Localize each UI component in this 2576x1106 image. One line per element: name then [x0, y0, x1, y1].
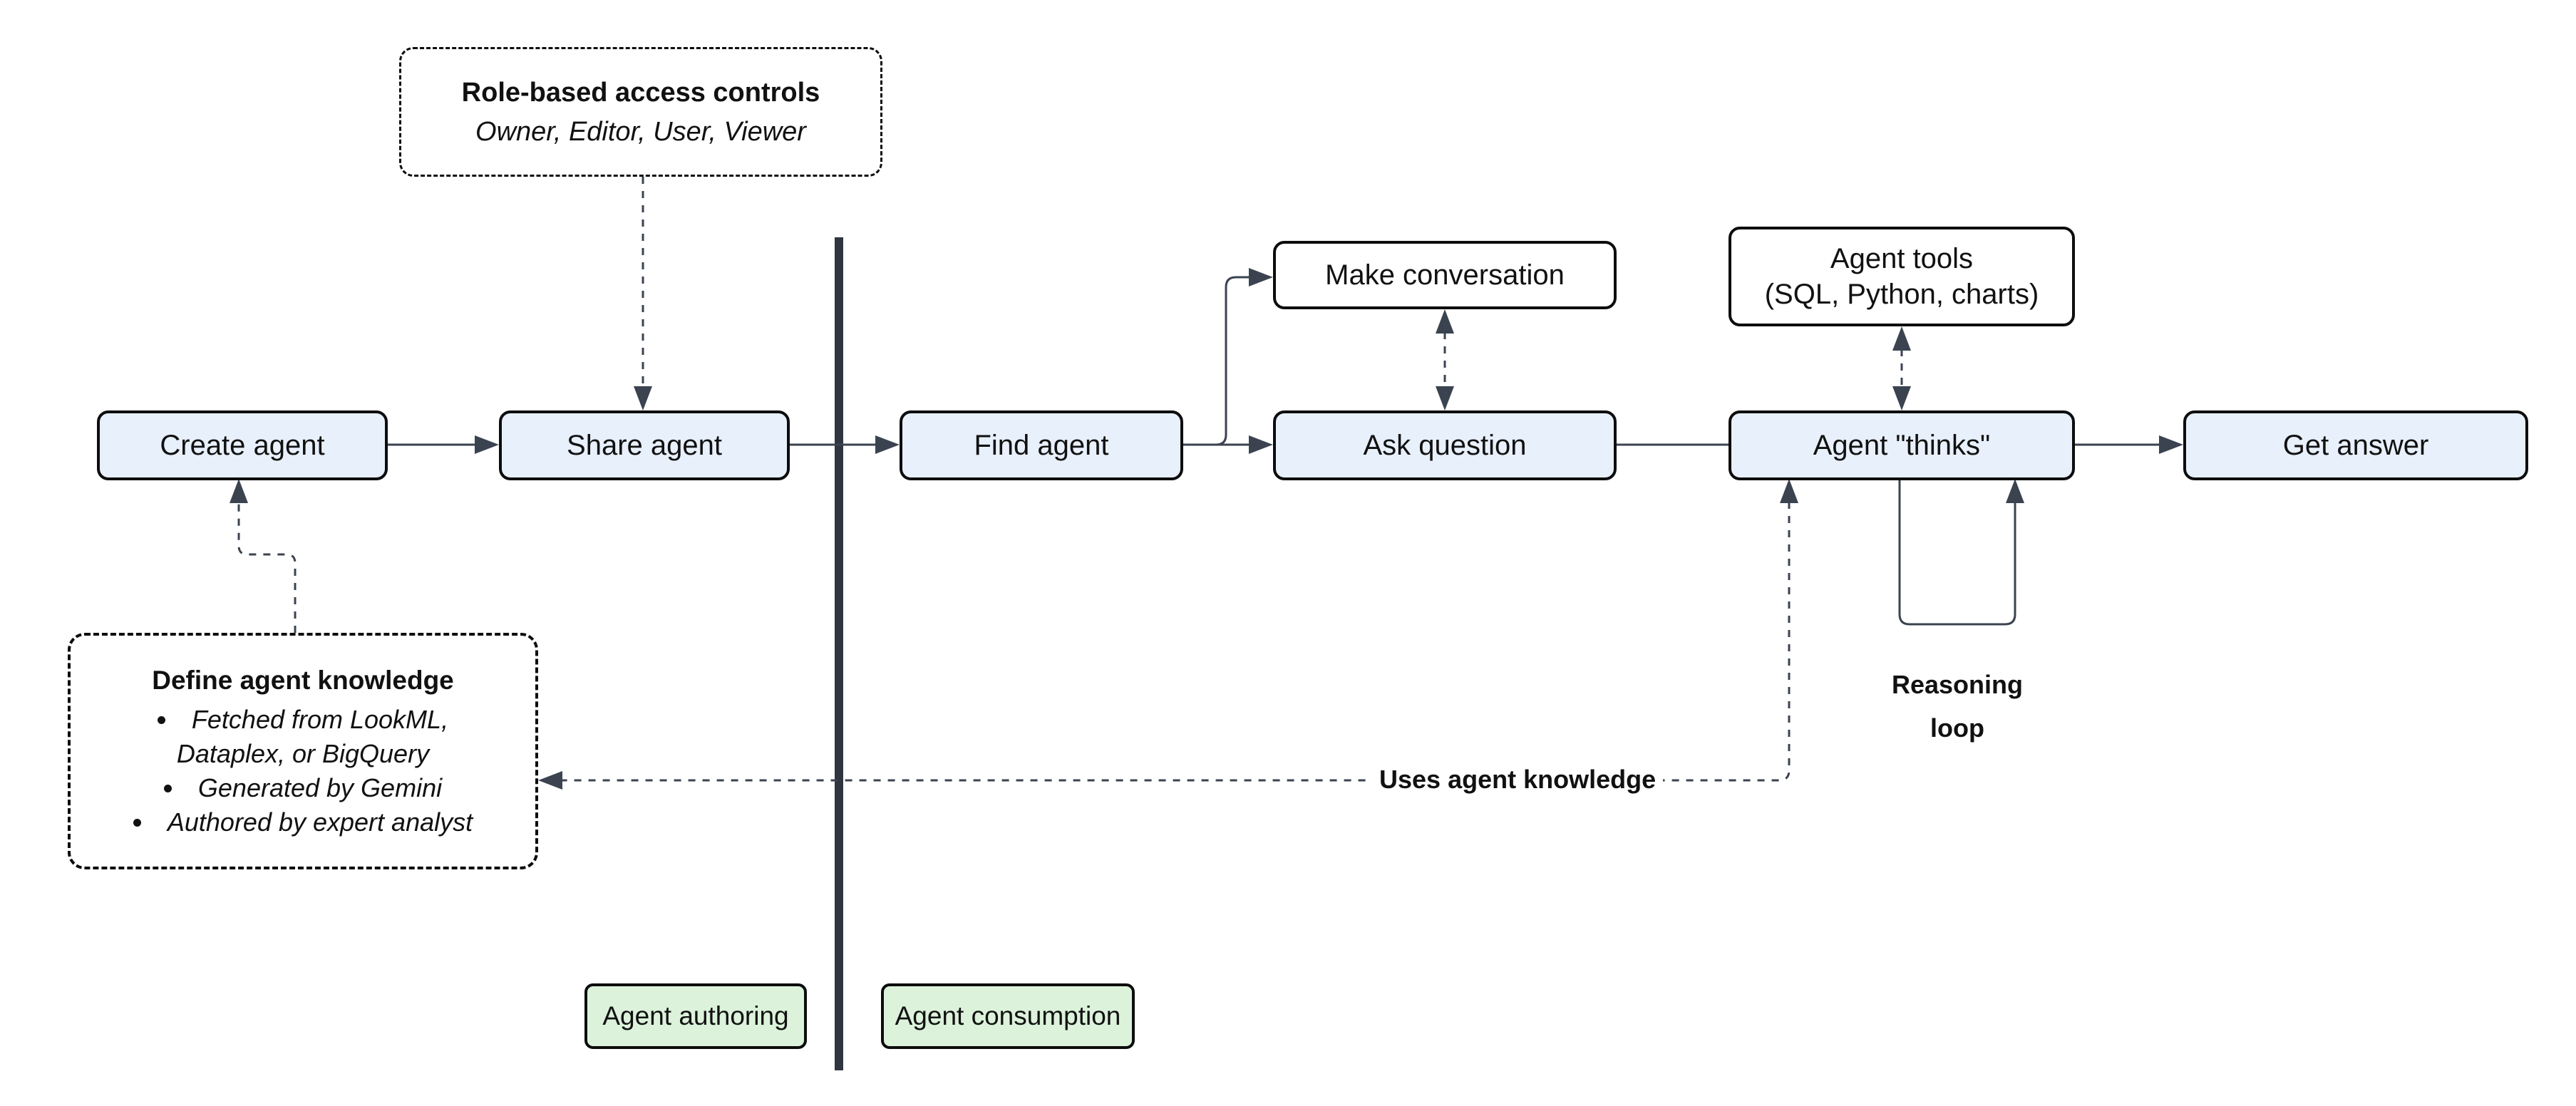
connector-reasoning-loop	[1898, 479, 2016, 626]
arrowhead-to-ask-question	[1436, 386, 1454, 410]
node-create-agent: Create agent	[97, 410, 388, 480]
rbac-title: Role-based access controls	[461, 77, 820, 108]
arrowhead-rbac-to-share	[634, 386, 652, 410]
arrowhead-knowledge-to-create	[230, 479, 248, 503]
node-share-agent: Share agent	[499, 410, 790, 480]
knowledge-bullet: Fetched from LookML, Dataplex, or BigQue…	[103, 703, 503, 771]
arrowhead-share-to-find	[875, 435, 900, 454]
rbac-subtitle: Owner, Editor, User, Viewer	[475, 116, 806, 147]
arrowhead-to-agent-tools	[1892, 326, 1911, 351]
node-agent-thinks: Agent "thinks"	[1729, 410, 2075, 480]
reasoning-loop-label: Reasoning loop	[1891, 670, 2024, 743]
arrowhead-create-to-share	[475, 435, 499, 454]
arrowhead-find-to-ask	[1249, 435, 1273, 454]
connector-knowledge-to-create	[237, 503, 297, 633]
zone-agent-authoring: Agent authoring	[584, 983, 807, 1049]
uses-agent-knowledge-label: Uses agent knowledge	[1372, 761, 1664, 798]
arrowhead-thinks-to-get-answer	[2159, 435, 2183, 454]
arrowhead-to-make-conversation	[1436, 309, 1454, 334]
knowledge-title: Define agent knowledge	[152, 666, 454, 696]
knowledge-bullet: Authored by expert analyst	[103, 805, 503, 839]
knowledge-bullet-list: Fetched from LookML, Dataplex, or BigQue…	[83, 703, 522, 839]
node-agent-tools: Agent tools (SQL, Python, charts)	[1729, 227, 2075, 326]
arrowhead-uses-knowledge-left	[538, 771, 562, 790]
arrowhead-to-agent-thinks	[1892, 386, 1911, 410]
node-get-answer: Get answer	[2183, 410, 2528, 480]
zone-agent-consumption: Agent consumption	[881, 983, 1135, 1049]
connector-find-to-make-conversation	[1183, 276, 1250, 446]
knowledge-bullet: Generated by Gemini	[103, 771, 503, 805]
annotation-role-based-access: Role-based access controls Owner, Editor…	[399, 47, 882, 177]
annotation-define-agent-knowledge: Define agent knowledge Fetched from Look…	[68, 633, 538, 869]
arrowhead-find-to-make-conversation	[1249, 268, 1273, 286]
node-find-agent: Find agent	[900, 410, 1183, 480]
arrowhead-reasoning-loop	[2006, 479, 2024, 503]
connector-uses-agent-knowledge	[562, 502, 1791, 782]
node-make-conversation: Make conversation	[1273, 241, 1617, 309]
node-ask-question: Ask question	[1273, 410, 1617, 480]
arrowhead-uses-knowledge-up	[1780, 479, 1798, 503]
